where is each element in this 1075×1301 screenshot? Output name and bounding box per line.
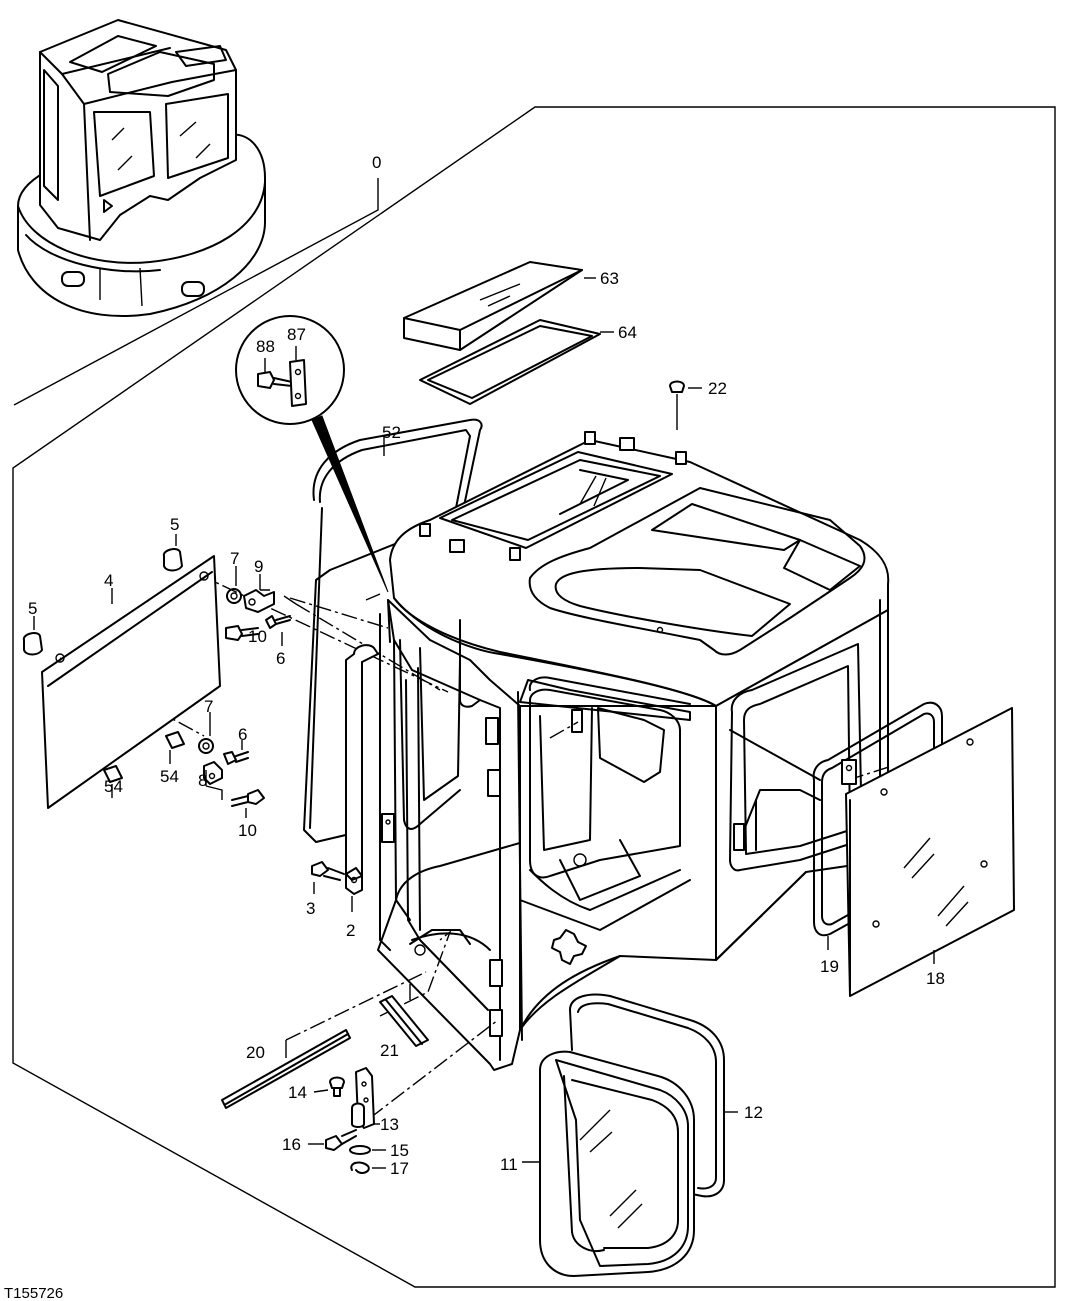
clip-17 [350,1161,370,1174]
callout-11: 11 [500,1155,518,1174]
pin-14 [329,1076,345,1089]
screw-6-upper [265,615,277,629]
washer-15 [349,1145,371,1155]
detail-circle [235,315,345,425]
callout-9: 9 [254,557,263,576]
callout-64: 64 [618,323,637,342]
roof-glass-63 [403,261,583,351]
bracket-87 [289,359,307,407]
callout-21: 21 [380,1041,399,1060]
bolt-10-lower [247,789,265,805]
detail-pointer [311,415,389,593]
callout-88: 88 [256,337,275,356]
callout-7-lower: 7 [204,697,213,716]
nut-5-lower [22,632,43,656]
callout-6-lower: 6 [238,725,247,744]
callout-4: 4 [104,571,113,590]
callout-5-upper: 5 [170,515,179,534]
callout-2: 2 [346,921,355,940]
side-glass-18 [845,707,1015,997]
callout-0: 0 [372,153,381,172]
cab-main-frame [377,431,890,1071]
callout-15: 15 [390,1141,409,1160]
door-glass-11 [539,1050,695,1277]
exploded-view-boundary [12,106,1056,1288]
machine-overview-illustration [17,19,266,318]
callout-10-upper: 10 [248,627,267,646]
callout-22: 22 [708,379,727,398]
bolt-16 [325,1135,343,1151]
callout-54-lower: 54 [104,777,123,796]
nut-5-upper [162,548,183,572]
washer-7-lower [198,738,214,754]
callout-12: 12 [744,1103,763,1122]
bracket-9 [243,589,275,613]
bolt-10-upper [225,625,243,641]
callout-63: 63 [600,269,619,288]
callout-6-upper: 6 [276,649,285,668]
callout-54-upper: 54 [160,767,179,786]
callout-52: 52 [382,423,401,442]
roof-seal-64 [419,319,601,405]
emblem [551,929,587,965]
callout-87: 87 [287,325,306,344]
callout-17: 17 [390,1159,409,1178]
callout-7-upper: 7 [230,549,239,568]
bolt-3 [311,861,329,877]
callout-16: 16 [282,1135,301,1154]
rear-window-4 [41,555,221,809]
callout-10-lower: 10 [238,821,257,840]
screw-6-lower [223,751,237,765]
clip-54-upper [165,731,185,749]
door-seal-12 [569,993,725,1198]
callout-8: 8 [198,771,207,790]
leader-0 [13,178,379,406]
callout-5-lower: 5 [28,599,37,618]
callout-3: 3 [306,899,315,918]
washer-7-upper [226,588,242,604]
diagram-reference-id: T155726 [4,1285,63,1301]
callout-20: 20 [246,1043,265,1062]
clip-54-lower [103,765,123,783]
callout-13: 13 [380,1115,399,1134]
callout-18: 18 [926,969,945,988]
callout-14: 14 [288,1083,307,1102]
plug-22 [669,380,685,393]
callout-19: 19 [820,957,839,976]
bolt-88 [257,371,275,389]
